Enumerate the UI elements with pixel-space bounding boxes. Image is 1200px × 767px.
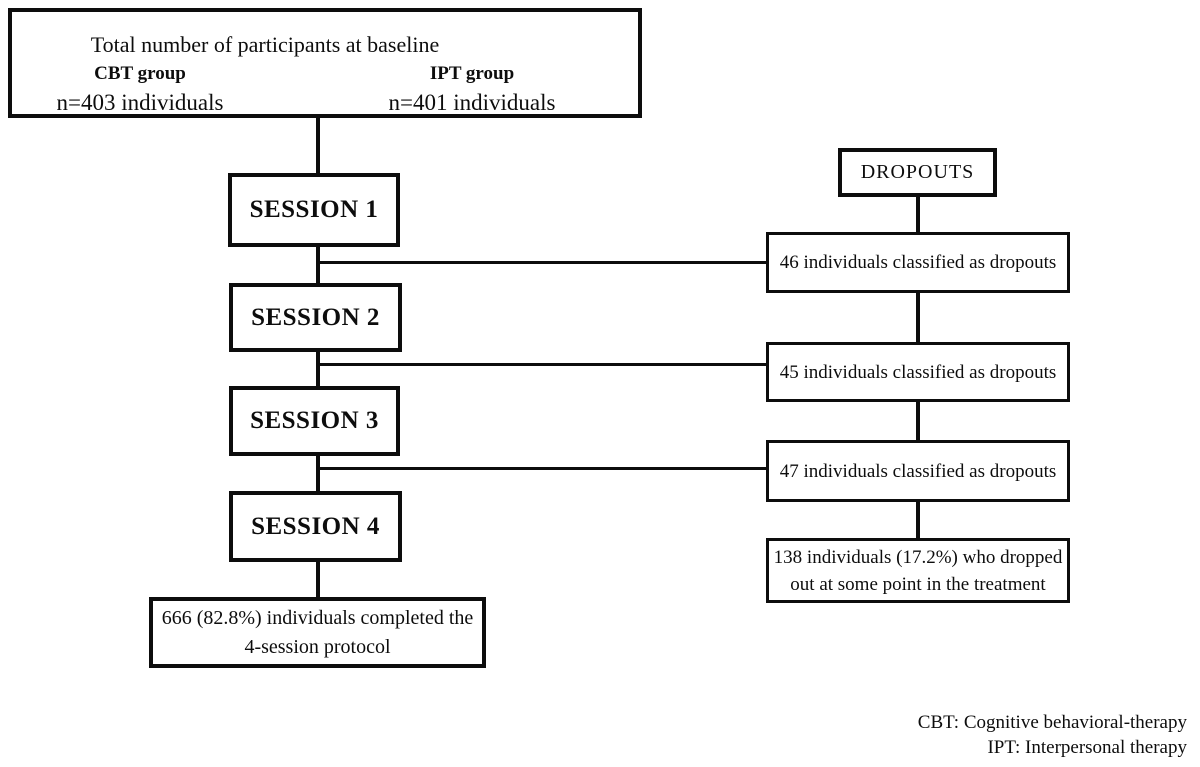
ipt-group-column: IPT group n=401 individuals bbox=[372, 60, 572, 118]
cbt-group-column: CBT group n=403 individuals bbox=[40, 60, 240, 118]
dropout-step-2-text: 45 individuals classified as dropouts bbox=[779, 361, 1057, 383]
dropout-total-box: 138 individuals (17.2%) who dropped out … bbox=[766, 538, 1070, 603]
connector-baseline-to-session1 bbox=[316, 118, 320, 174]
connector-session2-to-session3 bbox=[316, 351, 320, 387]
legend-ipt: IPT: Interpersonal therapy bbox=[987, 737, 1187, 758]
connector-step2-to-step3 bbox=[916, 401, 920, 441]
dropout-total-line1: 138 individuals (17.2%) who dropped bbox=[773, 546, 1063, 568]
branch-line-session3-dropouts bbox=[316, 467, 766, 470]
session-1-label: SESSION 1 bbox=[249, 196, 379, 223]
completion-box: 666 (82.8%) individuals completed the 4-… bbox=[149, 597, 486, 668]
session-2-label: SESSION 2 bbox=[251, 303, 380, 331]
ipt-group-count: n=401 individuals bbox=[388, 90, 556, 115]
connector-session1-to-session2 bbox=[316, 246, 320, 284]
dropouts-header-label: DROPOUTS bbox=[860, 161, 975, 183]
session-2-box: SESSION 2 bbox=[229, 283, 402, 352]
legend-cbt: CBT: Cognitive behavioral-therapy bbox=[917, 712, 1187, 733]
baseline-title: Total number of participants at baseline bbox=[90, 32, 440, 57]
cbt-group-count: n=403 individuals bbox=[56, 90, 224, 115]
cbt-group-label: CBT group bbox=[94, 63, 186, 84]
branch-line-session2-dropouts bbox=[316, 363, 766, 366]
connector-step3-to-total bbox=[916, 501, 920, 539]
dropout-step-3-box: 47 individuals classified as dropouts bbox=[766, 440, 1070, 502]
connector-session4-to-completion bbox=[316, 561, 320, 598]
legend: CBT: Cognitive behavioral-therapy IPT: I… bbox=[918, 710, 1187, 760]
session-3-label: SESSION 3 bbox=[250, 407, 379, 434]
session-4-label: SESSION 4 bbox=[251, 512, 380, 540]
connector-dropouts-header-to-step1 bbox=[916, 196, 920, 233]
dropout-step-2-box: 45 individuals classified as dropouts bbox=[766, 342, 1070, 402]
dropout-step-3-text: 47 individuals classified as dropouts bbox=[779, 460, 1057, 482]
completion-text-line1: 666 (82.8%) individuals completed the bbox=[161, 606, 474, 629]
session-4-box: SESSION 4 bbox=[229, 491, 402, 562]
dropout-total-line2: out at some point in the treatment bbox=[790, 573, 1046, 595]
dropouts-header-box: DROPOUTS bbox=[838, 148, 997, 197]
connector-step1-to-step2 bbox=[916, 292, 920, 343]
session-3-box: SESSION 3 bbox=[229, 386, 400, 456]
session-1-box: SESSION 1 bbox=[228, 173, 400, 247]
branch-line-session1-dropouts bbox=[316, 261, 766, 264]
baseline-box: Total number of participants at baseline… bbox=[8, 8, 642, 118]
completion-text-line2: 4-session protocol bbox=[244, 635, 391, 658]
ipt-group-label: IPT group bbox=[429, 63, 515, 84]
connector-session3-to-session4 bbox=[316, 455, 320, 492]
dropout-step-1-text: 46 individuals classified as dropouts bbox=[779, 252, 1057, 273]
dropout-step-1-box: 46 individuals classified as dropouts bbox=[766, 232, 1070, 293]
